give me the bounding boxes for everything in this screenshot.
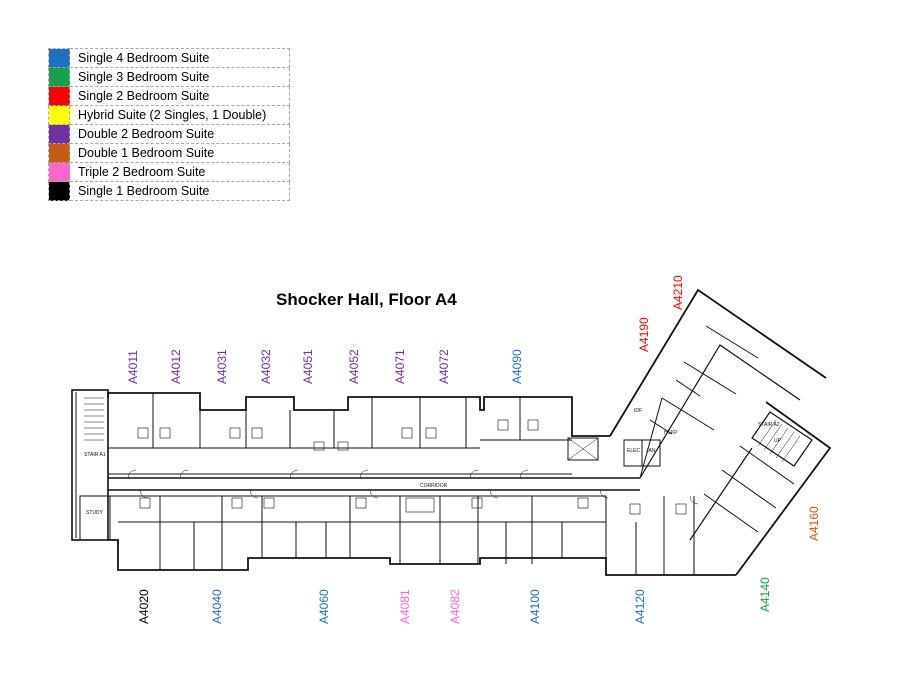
elec-label: ELEC: [627, 448, 640, 454]
hskp-label: HSKP: [664, 430, 678, 436]
legend-swatch: [48, 162, 70, 182]
legend-label: Double 2 Bedroom Suite: [69, 124, 290, 144]
room-label: A4190: [637, 317, 651, 352]
room-label: A4020: [137, 589, 151, 624]
room-label: A4071: [393, 349, 407, 384]
legend-swatch: [48, 67, 70, 87]
room-label: A4120: [633, 589, 647, 624]
room-label: A4082: [448, 589, 462, 624]
corridor-label: CORRIDOR: [420, 483, 448, 489]
study-label: STUDY: [86, 510, 104, 516]
legend-row: Single 3 Bedroom Suite: [48, 67, 290, 87]
legend-swatch: [48, 143, 70, 163]
room-label: A4012: [169, 349, 183, 384]
legend-swatch: [48, 181, 70, 201]
legend-label: Single 1 Bedroom Suite: [69, 181, 290, 201]
stair-a1-label: STAIR A1: [84, 452, 106, 458]
room-label: A4081: [398, 589, 412, 624]
legend: Single 4 Bedroom Suite Single 3 Bedroom …: [48, 48, 290, 201]
legend-row: Single 1 Bedroom Suite: [48, 181, 290, 201]
legend-swatch: [48, 124, 70, 144]
jan-label: JAN: [646, 448, 656, 454]
legend-row: Single 2 Bedroom Suite: [48, 86, 290, 106]
room-label: A4031: [215, 349, 229, 384]
legend-row: Triple 2 Bedroom Suite: [48, 162, 290, 182]
legend-row: Double 2 Bedroom Suite: [48, 124, 290, 144]
room-label: A4210: [671, 275, 685, 310]
room-label: A4140: [758, 577, 772, 612]
room-label: A4032: [259, 349, 273, 384]
room-label: A4052: [347, 349, 361, 384]
room-label: A4011: [126, 350, 140, 384]
room-label: A4060: [317, 589, 331, 624]
room-label: A4100: [528, 589, 542, 624]
room-label: A4072: [437, 349, 451, 384]
room-label: A4090: [510, 349, 524, 384]
room-label: A4040: [210, 589, 224, 624]
floor-plan-title: Shocker Hall, Floor A4: [276, 290, 457, 309]
stair-a2-label: STAIR A2: [758, 422, 780, 428]
legend-label: Triple 2 Bedroom Suite: [69, 162, 290, 182]
up-label: UP: [774, 438, 782, 444]
room-label: A4051: [301, 349, 315, 384]
room-label: A4160: [807, 506, 821, 541]
idf-label: IDF: [634, 408, 642, 414]
